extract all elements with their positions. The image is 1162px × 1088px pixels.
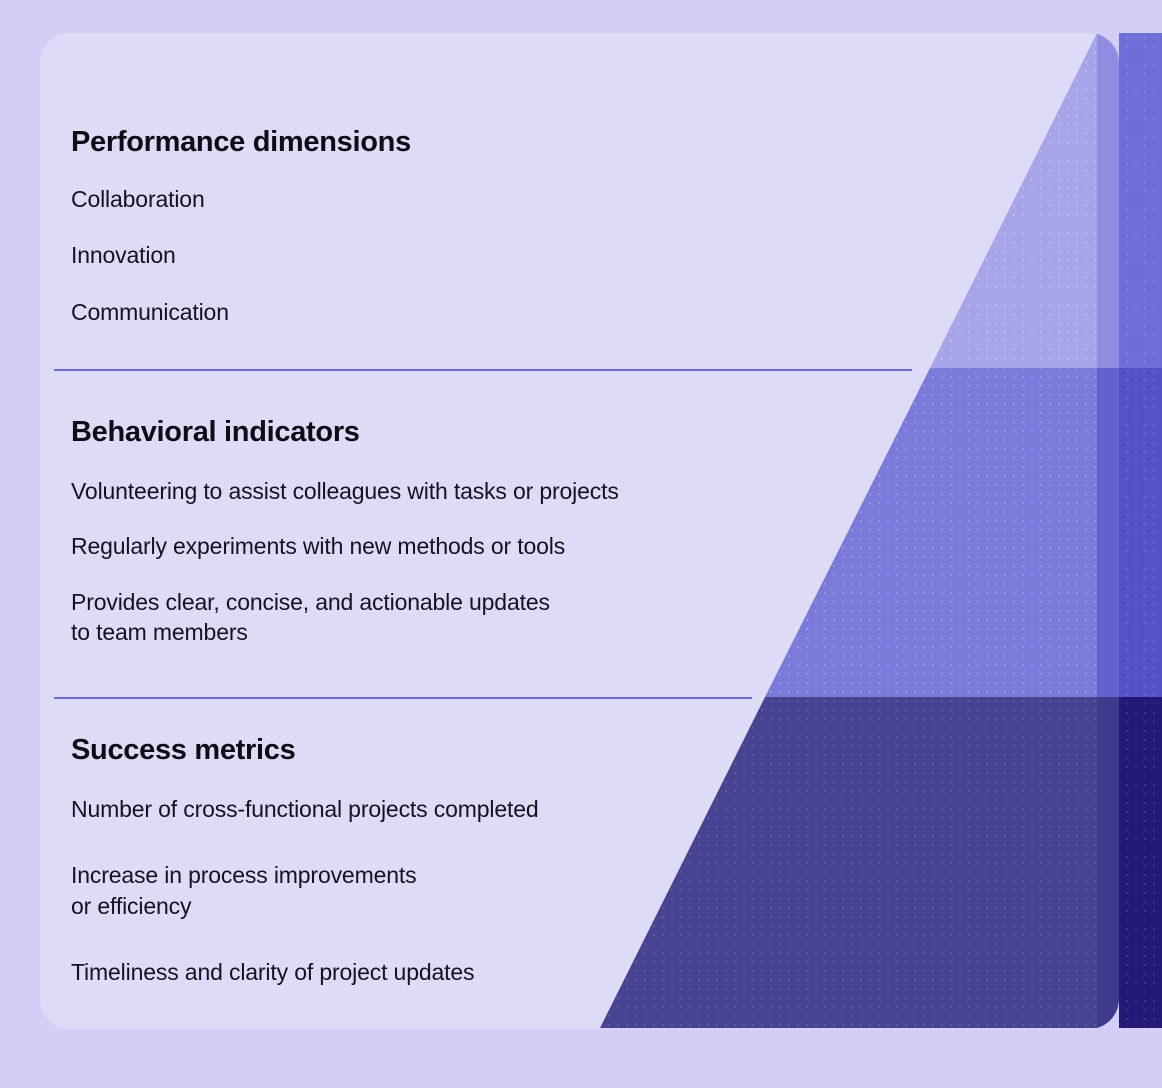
- section-divider-1: [54, 369, 912, 371]
- section-behavioral-indicators: Behavioral indicators Volunteering to as…: [71, 418, 619, 647]
- section-success-metrics: Success metrics Number of cross-function…: [71, 736, 539, 987]
- section-title-behavioral-indicators: Behavioral indicators: [71, 416, 360, 448]
- list-item: Timeliness and clarity of project update…: [71, 959, 475, 986]
- list-item: Communication: [71, 298, 229, 325]
- list-item: Increase in process improvements or effi…: [71, 862, 417, 919]
- list-item: Collaboration: [71, 186, 205, 212]
- section-divider-2: [54, 697, 752, 699]
- section-title-performance-dimensions: Performance dimensions: [71, 126, 411, 158]
- list-item: Innovation: [71, 242, 176, 269]
- list-item: Volunteering to assist colleagues with t…: [71, 478, 619, 504]
- content-card: Performance dimensions Collaboration Inn…: [40, 33, 1119, 1029]
- section-performance-dimensions: Performance dimensions Collaboration Inn…: [71, 128, 411, 327]
- list-item: Regularly experiments with new methods o…: [71, 533, 566, 560]
- section-title-success-metrics: Success metrics: [71, 734, 296, 766]
- list-item: Provides clear, concise, and actionable …: [71, 588, 550, 646]
- list-item: Number of cross-functional projects comp…: [71, 796, 539, 822]
